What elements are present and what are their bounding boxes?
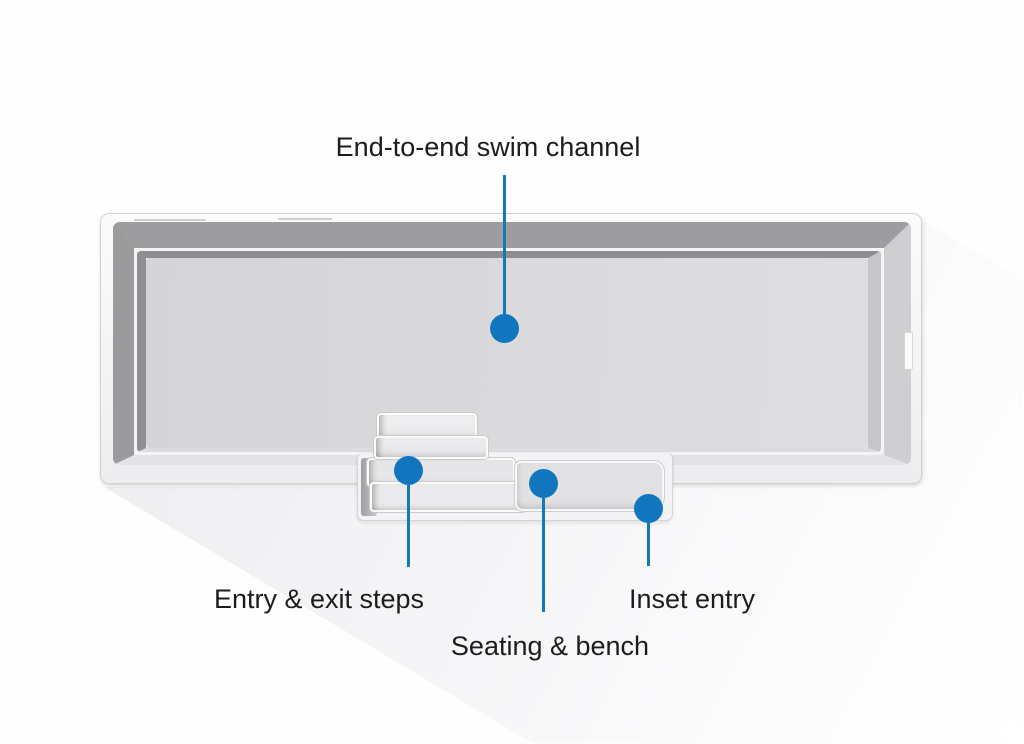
seating-bench-dot-icon [529, 469, 558, 498]
skimmer-notch [904, 332, 913, 370]
seating-bench-label: Seating & bench [450, 631, 650, 661]
entry-step-1 [376, 412, 478, 441]
swim-channel-dot-icon [490, 314, 519, 343]
pool-coping [100, 213, 922, 484]
swim-channel-leader-line [503, 175, 506, 316]
entry-step-4 [369, 481, 528, 513]
inset-entry-leader-line [647, 522, 650, 566]
coping-seam-mark [134, 219, 206, 221]
entry-exit-steps-dot-icon [394, 456, 423, 485]
coping-seam-mark [278, 218, 332, 220]
entry-exit-steps-leader-line [407, 485, 410, 567]
seating-bench-leader-line [542, 498, 545, 612]
pool-wall-outer [113, 222, 911, 465]
entry-step-2 [373, 435, 489, 460]
pool-floor [146, 258, 868, 448]
inset-entry-dot-icon [634, 494, 663, 523]
pool-wall-highlight [134, 248, 884, 455]
entry-exit-steps-label: Entry & exit steps [213, 584, 425, 614]
inset-entry-label: Inset entry [628, 584, 756, 614]
swim-channel-label: End-to-end swim channel [335, 132, 641, 162]
pool-wall-inner [137, 251, 881, 452]
